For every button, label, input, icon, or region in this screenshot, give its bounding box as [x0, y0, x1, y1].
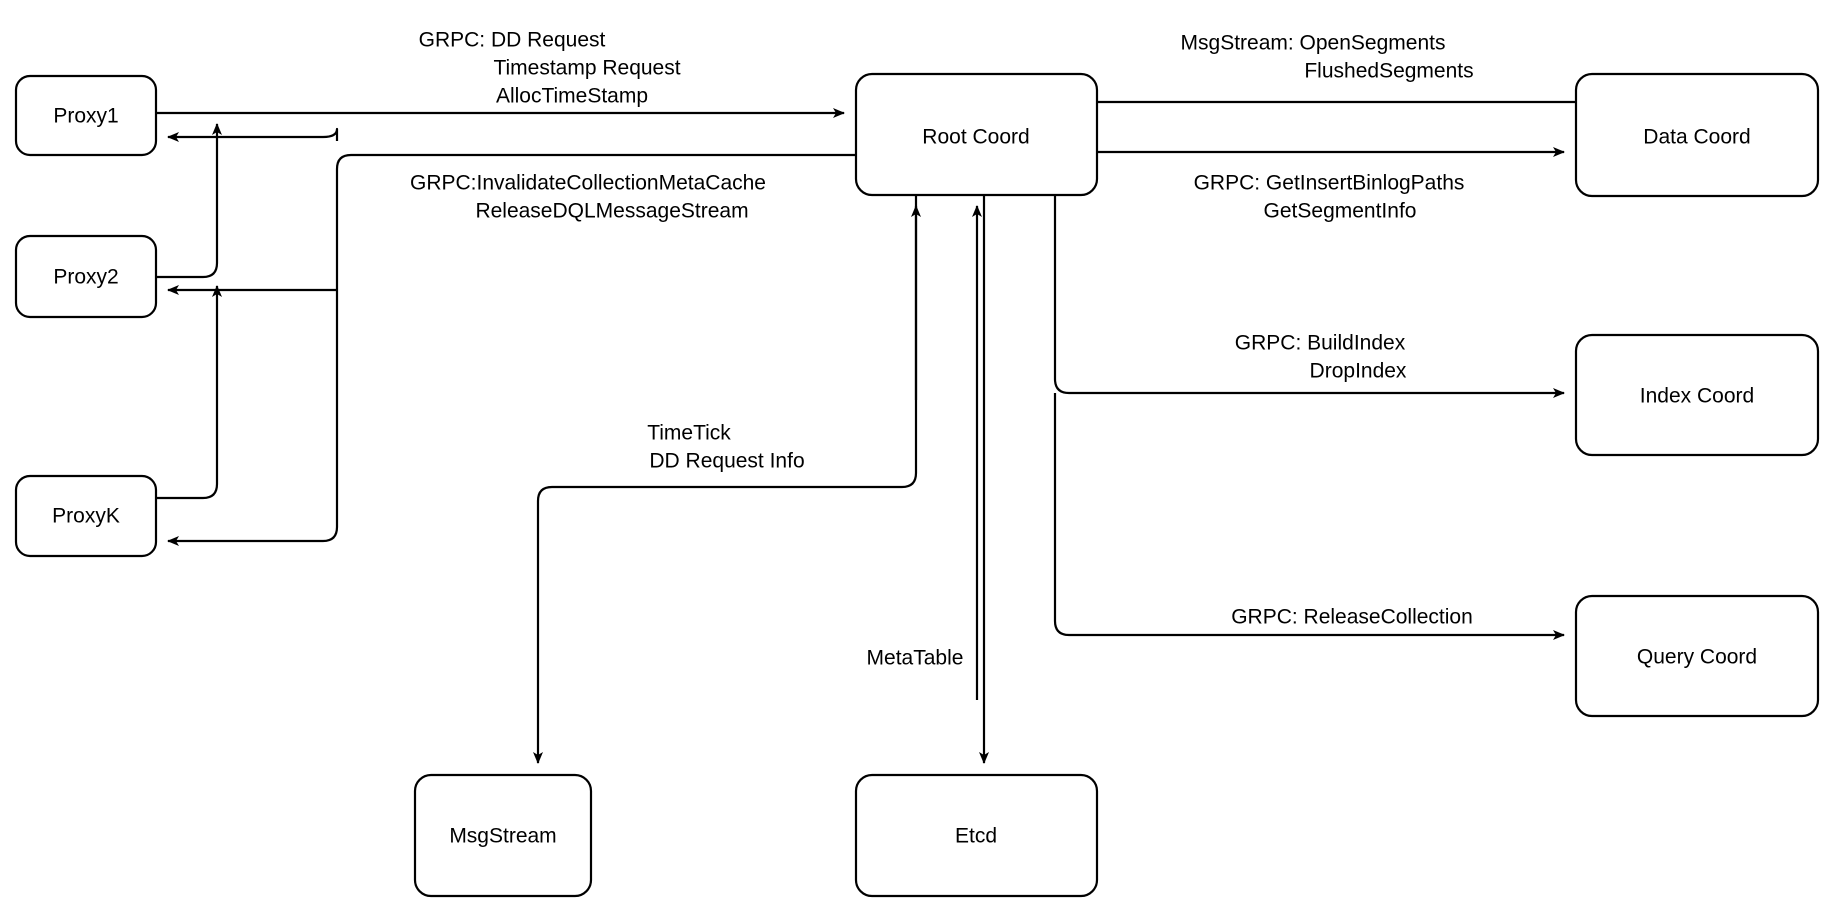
edge-label-line: DD Request Info: [649, 450, 804, 473]
edge-label-root-to-msgstream: TimeTick DD Request Info: [647, 422, 804, 473]
edge-label-line: GRPC: BuildIndex: [1235, 332, 1406, 355]
node-data-coord-label: Data Coord: [1643, 126, 1750, 149]
node-proxy2-label: Proxy2: [53, 266, 118, 289]
node-query-coord[interactable]: Query Coord: [1574, 594, 1820, 718]
edge-label-line: GRPC: GetInsertBinlogPaths: [1194, 172, 1465, 195]
edge-label-line: DropIndex: [1310, 360, 1407, 383]
edge-label-root-to-etcd: MetaTable: [867, 647, 964, 670]
node-etcd-label: Etcd: [955, 825, 997, 848]
edge-root-to-msgstream: [533, 195, 918, 764]
node-data-coord[interactable]: Data Coord: [1574, 72, 1820, 198]
node-msgstream-box[interactable]: [413, 773, 593, 898]
edge-proxyk-riser: [156, 285, 222, 500]
edge-label-root-to-indexcoord: GRPC: BuildIndex DropIndex: [1235, 332, 1407, 383]
node-proxy2-box[interactable]: [14, 234, 158, 319]
edge-root-to-proxies-spine: [167, 153, 856, 546]
node-etcd-box[interactable]: [854, 773, 1099, 898]
edge-label-line: ReleaseDQLMessageStream: [475, 200, 748, 223]
edge-label-proxies-to-root: GRPC: DD Request Timestamp Request Alloc…: [419, 29, 681, 108]
node-proxyk-label: ProxyK: [52, 505, 120, 528]
edge-label-line: GRPC: ReleaseCollection: [1231, 606, 1473, 629]
node-proxyk[interactable]: ProxyK: [14, 474, 158, 558]
node-msgstream-label: MsgStream: [449, 825, 556, 848]
edge-label-line: FlushedSegments: [1304, 60, 1473, 83]
node-index-coord-box[interactable]: [1574, 333, 1820, 457]
node-root-coord-label: Root Coord: [922, 126, 1029, 149]
node-etcd[interactable]: Etcd: [854, 773, 1099, 898]
node-proxyk-box[interactable]: [14, 474, 158, 558]
edge-label-line: TimeTick: [647, 422, 731, 445]
edge-label-line: GetSegmentInfo: [1264, 200, 1417, 223]
edge-label-line: AllocTimeStamp: [496, 85, 648, 108]
node-index-coord-label: Index Coord: [1640, 385, 1754, 408]
node-query-coord-box[interactable]: [1574, 594, 1820, 718]
node-proxy1[interactable]: Proxy1: [14, 74, 158, 157]
edge-root-to-querycoord: [1053, 393, 1565, 640]
node-proxy1-label: Proxy1: [53, 105, 118, 128]
node-data-coord-box[interactable]: [1574, 72, 1820, 198]
node-proxy1-box[interactable]: [14, 74, 158, 157]
node-root-coord[interactable]: Root Coord: [854, 72, 1099, 197]
edge-root-to-proxy1-branch: [167, 127, 339, 142]
edge-root-to-indexcoord: [1053, 195, 1565, 398]
edge-label-root-to-datacoord: GRPC: GetInsertBinlogPaths GetSegmentInf…: [1194, 172, 1465, 223]
edge-label-line: MetaTable: [867, 647, 964, 670]
edge-label-root-to-querycoord: GRPC: ReleaseCollection: [1231, 606, 1473, 629]
node-root-coord-box[interactable]: [854, 72, 1099, 197]
edge-label-line: GRPC: DD Request: [419, 29, 606, 52]
node-query-coord-label: Query Coord: [1637, 646, 1757, 669]
edge-label-line: MsgStream: OpenSegments: [1181, 32, 1446, 55]
edge-label-root-to-proxies: GRPC:InvalidateCollectionMetaCache Relea…: [410, 172, 766, 223]
edge-proxy2-riser: [156, 123, 222, 279]
edge-label-line: Timestamp Request: [493, 57, 680, 80]
edge-root-to-proxies: [167, 127, 856, 546]
node-proxy2[interactable]: Proxy2: [14, 234, 158, 319]
edge-label-datacoord-to-root: MsgStream: OpenSegments FlushedSegments: [1181, 32, 1474, 83]
node-index-coord[interactable]: Index Coord: [1574, 333, 1820, 457]
edge-label-line: GRPC:InvalidateCollectionMetaCache: [410, 172, 766, 195]
node-msgstream[interactable]: MsgStream: [413, 773, 593, 898]
edge-proxies-to-root: [156, 108, 845, 500]
